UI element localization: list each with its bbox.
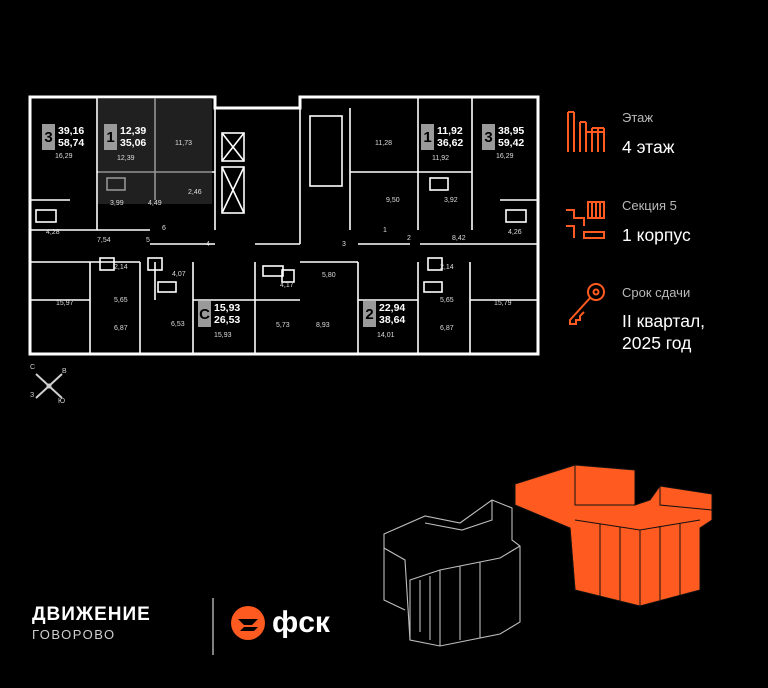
- room-area: 2,14: [114, 264, 128, 271]
- brand-logo: ДВИЖЕНИЕ ГОВОРОВО: [32, 604, 151, 642]
- room-area: 3,99: [110, 200, 124, 207]
- area-total: 39,16: [58, 125, 85, 137]
- room-area: 3: [342, 241, 346, 248]
- apartment-badge[interactable]: 3 39,16 58,74: [42, 124, 84, 150]
- floor-value: 4 этаж: [622, 137, 675, 157]
- brand-name: ДВИЖЕНИЕ: [32, 604, 151, 625]
- deadline-value-line1: II квартал,: [622, 311, 706, 331]
- room-count: С: [198, 301, 211, 327]
- room-area: 7,54: [97, 237, 111, 244]
- room-area: 11,28: [375, 140, 392, 147]
- area-total: 12,39: [120, 125, 147, 137]
- room-area: 5,65: [114, 297, 128, 304]
- key-icon: [566, 282, 606, 331]
- room-area: 1: [383, 227, 387, 234]
- room-area: 8,93: [316, 322, 330, 329]
- room-area: 2: [407, 235, 411, 242]
- room-area: 9,50: [386, 197, 400, 204]
- section-label: Секция 5: [622, 198, 677, 213]
- deadline-value-line2: 2025 год: [622, 333, 692, 353]
- room-count: 3: [482, 124, 495, 150]
- section-value: 1 корпус: [622, 225, 691, 245]
- room-area: 16,29: [55, 153, 73, 160]
- room-count: 1: [104, 124, 117, 150]
- room-area: 5,80: [322, 272, 336, 279]
- compass-east: В: [62, 368, 67, 375]
- apartment-badge[interactable]: 1 11,92 36,62: [421, 124, 463, 150]
- room-area: 4,26: [508, 229, 522, 236]
- deadline-label: Срок сдачи: [622, 285, 691, 300]
- room-area: 2,46: [188, 189, 202, 196]
- area-living: 58,74: [58, 137, 85, 149]
- area-living: 59,42: [498, 137, 525, 149]
- room-area: 4,17: [280, 282, 294, 289]
- room-area: 8,42: [452, 235, 466, 242]
- area-total: 11,92: [437, 125, 463, 137]
- area-living: 26,53: [214, 314, 241, 326]
- brand-location: ГОВОРОВО: [32, 627, 116, 642]
- area-living: 38,64: [379, 314, 406, 326]
- floor-label: Этаж: [622, 110, 654, 125]
- room-area: 15,93: [214, 332, 232, 339]
- room-area: 6,53: [171, 321, 185, 328]
- area-living: 36,62: [437, 137, 464, 149]
- room-area: 3,92: [444, 197, 458, 204]
- floor-plan-icon: [566, 108, 606, 159]
- room-area: 6,87: [114, 325, 128, 332]
- room-area: 16,29: [496, 153, 514, 160]
- compass-icon: [35, 373, 63, 399]
- room-area: 5,73: [276, 322, 290, 329]
- room-area: 12,39: [117, 155, 135, 162]
- compass-west: З: [30, 392, 35, 399]
- area-total: 22,94: [379, 302, 406, 314]
- room-count: 1: [421, 124, 434, 150]
- compass-north: С: [30, 364, 36, 371]
- compass-south: Ю: [58, 398, 66, 405]
- developer-logo: фск: [230, 605, 330, 641]
- developer-name: фск: [272, 606, 330, 639]
- room-area: 4,28: [46, 229, 60, 236]
- room-area: 4,07: [172, 271, 186, 278]
- room-area: 6: [162, 225, 166, 232]
- room-area: 11,73: [175, 140, 192, 147]
- room-area: 4,49: [148, 200, 162, 207]
- room-area: 5,65: [440, 297, 454, 304]
- fsk-logo-icon: [231, 606, 265, 640]
- room-area: 6,87: [440, 325, 454, 332]
- room-area: 15,79: [494, 300, 512, 307]
- apartment-badge[interactable]: 2 22,94 38,64: [363, 301, 405, 327]
- room-area: 4: [206, 241, 210, 248]
- room-area: 15,97: [56, 300, 74, 307]
- room-area: 2,14: [440, 264, 454, 271]
- room-area: 14,01: [377, 332, 395, 339]
- room-count: 2: [363, 301, 376, 327]
- area-living: 35,06: [120, 137, 147, 149]
- area-total: 15,93: [214, 302, 241, 314]
- apartment-badge[interactable]: 3 38,95 59,42: [482, 124, 524, 150]
- apartment-badge[interactable]: С 15,93 26,53: [198, 301, 240, 327]
- room-area: 11,92: [432, 155, 449, 162]
- room-count: 3: [42, 124, 55, 150]
- apartment-badge[interactable]: 1 12,39 35,06: [104, 124, 146, 150]
- stairs-section-icon: [566, 198, 606, 245]
- room-area: 5: [146, 237, 150, 244]
- area-total: 38,95: [498, 125, 525, 137]
